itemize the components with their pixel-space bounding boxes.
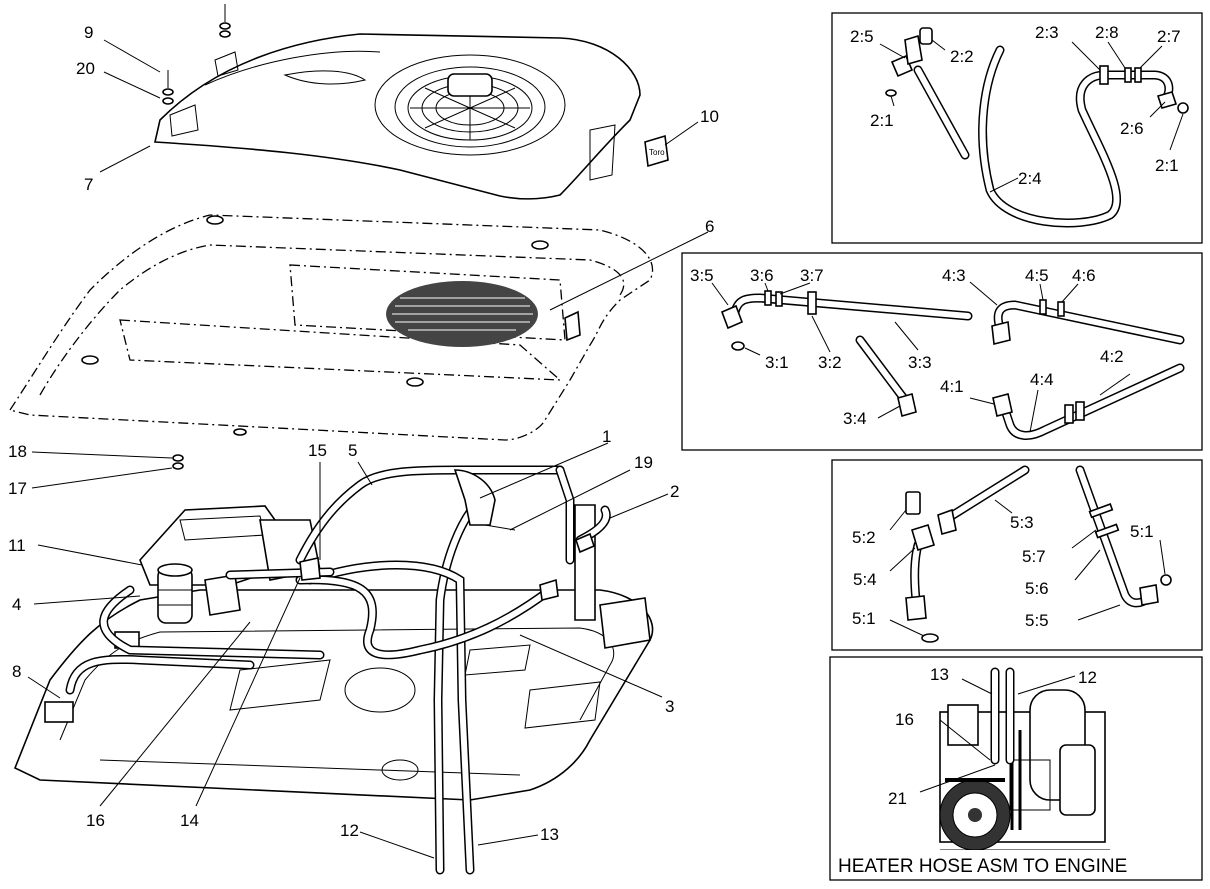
callout: 3:1: [765, 353, 789, 372]
callout: 2:7: [1157, 27, 1181, 46]
hvac-unit: [139, 505, 321, 624]
decal: Toro: [644, 134, 669, 168]
callout: 16: [86, 811, 105, 830]
callout: 2:3: [1035, 23, 1059, 42]
callout: 4:6: [1072, 266, 1096, 285]
callout: 2: [670, 482, 679, 501]
bolt: [162, 4, 231, 105]
callout: 17: [8, 479, 27, 498]
callout: 2:1: [1155, 156, 1179, 175]
vent-grille: [392, 297, 533, 331]
receiver-drier: [157, 563, 193, 624]
inset-caption: HEATER HOSE ASM TO ENGINE: [838, 856, 1127, 877]
callout: 3:6: [750, 266, 774, 285]
callout: 18: [8, 442, 27, 461]
callout: 20: [76, 59, 95, 78]
callout: 4:5: [1025, 266, 1049, 285]
callout: 8: [12, 662, 21, 681]
callout: 5:3: [1010, 513, 1034, 532]
callout: 21: [888, 789, 907, 808]
inset-2: 2:5 2:2 2:3 2:8 2:7 2:1 2:6 2:1 2:4: [831, 12, 1203, 244]
leader-lines: [27, 39, 709, 859]
callout: 15: [308, 441, 327, 460]
callout: 19: [634, 453, 653, 472]
callout: 2:1: [870, 111, 894, 130]
inset-heater-hose: 13 12 16 21 HEATER HOSE ASM TO ENGINE: [829, 656, 1203, 881]
inset-5: 5:3 5:2 5:7 5:1 5:4 5:6 5:1 5:5: [831, 459, 1203, 651]
callout: 4: [12, 595, 21, 614]
callout: 12: [1078, 668, 1097, 687]
callout: 5:6: [1025, 579, 1049, 598]
callout: 2:6: [1120, 119, 1144, 138]
callout: 2:2: [950, 47, 974, 66]
callout: 10: [700, 107, 719, 126]
callout: 6: [705, 217, 714, 236]
callout: 4:2: [1100, 347, 1124, 366]
headliner: [8, 214, 654, 441]
callout: 14: [180, 811, 199, 830]
callout: 13: [930, 665, 949, 684]
callout: 5:1: [852, 609, 876, 628]
callout: 9: [84, 23, 93, 42]
callout: 4:4: [1030, 370, 1054, 389]
callout: 1: [602, 427, 611, 446]
callout: 3:3: [908, 353, 932, 372]
callout: 3:2: [818, 353, 842, 372]
decal-text: Toro: [649, 148, 665, 157]
callout: 3: [665, 697, 674, 716]
callout: 5:2: [852, 528, 876, 547]
callout: 11: [8, 536, 26, 555]
callout: 5:4: [853, 570, 877, 589]
callout: 5:5: [1025, 611, 1049, 630]
callout: 4:3: [942, 266, 966, 285]
callout: 2:8: [1095, 23, 1119, 42]
callout: 3:7: [800, 266, 824, 285]
callout: 5:7: [1022, 547, 1046, 566]
callout: 3:5: [690, 266, 714, 285]
inset-3-4: 3:5 3:6 3:7 3:1 3:2 3:3 3:4 4:3 4:5 4:6 …: [681, 252, 1203, 451]
callout: 4:1: [940, 377, 964, 396]
callout: 13: [540, 825, 559, 844]
callout: 3:4: [843, 409, 867, 428]
callout: 2:5: [850, 27, 874, 46]
engine-illustration: [939, 689, 1110, 851]
callout: 2:4: [1018, 169, 1042, 188]
base-frame: [13, 504, 654, 801]
callout: 7: [84, 175, 93, 194]
callout: 12: [340, 821, 359, 840]
main-callouts: 9 20 7 10 6 18 17 15 5 1 19 2 11 4 8 3 1…: [8, 23, 719, 844]
callout: 5: [348, 441, 357, 460]
callout: 16: [895, 710, 914, 729]
roof-cover: [154, 33, 641, 200]
callout: 5:1: [1130, 522, 1154, 541]
